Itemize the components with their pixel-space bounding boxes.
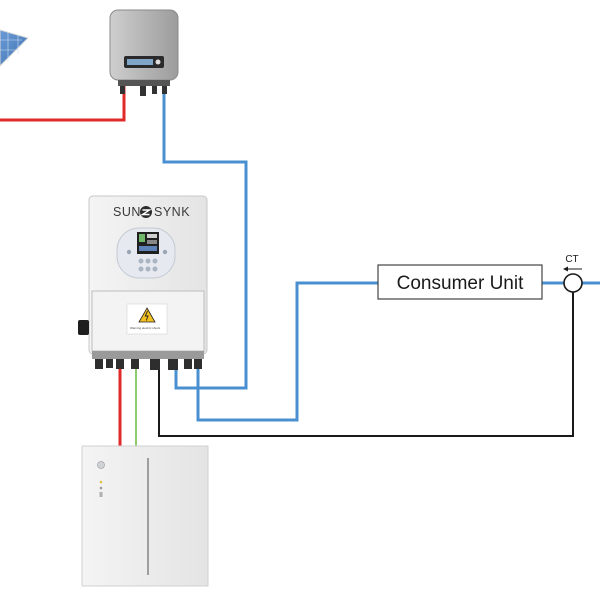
ct-label: CT: [565, 254, 578, 265]
inverter-brand-left: SUN: [113, 205, 141, 219]
pv-inverter-ac-wire: [162, 84, 248, 390]
sunsynk-logo-icon: [140, 206, 152, 218]
consumer-unit: Consumer Unit: [377, 264, 543, 300]
consumer-unit-label: Consumer Unit: [397, 273, 524, 294]
pv-dc-wire: [0, 84, 126, 122]
warning-triangle-icon: [138, 307, 156, 323]
current-transformer: CT: [563, 254, 583, 293]
svg-text:Warning electric shock: Warning electric shock: [130, 326, 161, 330]
ct-direction-arrow-icon: [563, 266, 582, 272]
battery: [81, 445, 209, 587]
inverter-isolator-switch: [78, 320, 89, 335]
pv-inverter: [109, 9, 179, 96]
hybrid-inverter: SUN SYNK Warning electric shock: [78, 195, 208, 370]
solar-panel: [0, 29, 29, 67]
battery-status-led: [99, 480, 103, 484]
battery-power-button: [97, 461, 105, 469]
inverter-brand-right: SYNK: [154, 205, 190, 219]
ct-sense-wire: [158, 292, 574, 437]
grid-ac-wire: [196, 281, 378, 422]
warning-label: Warning electric shock: [126, 303, 168, 335]
